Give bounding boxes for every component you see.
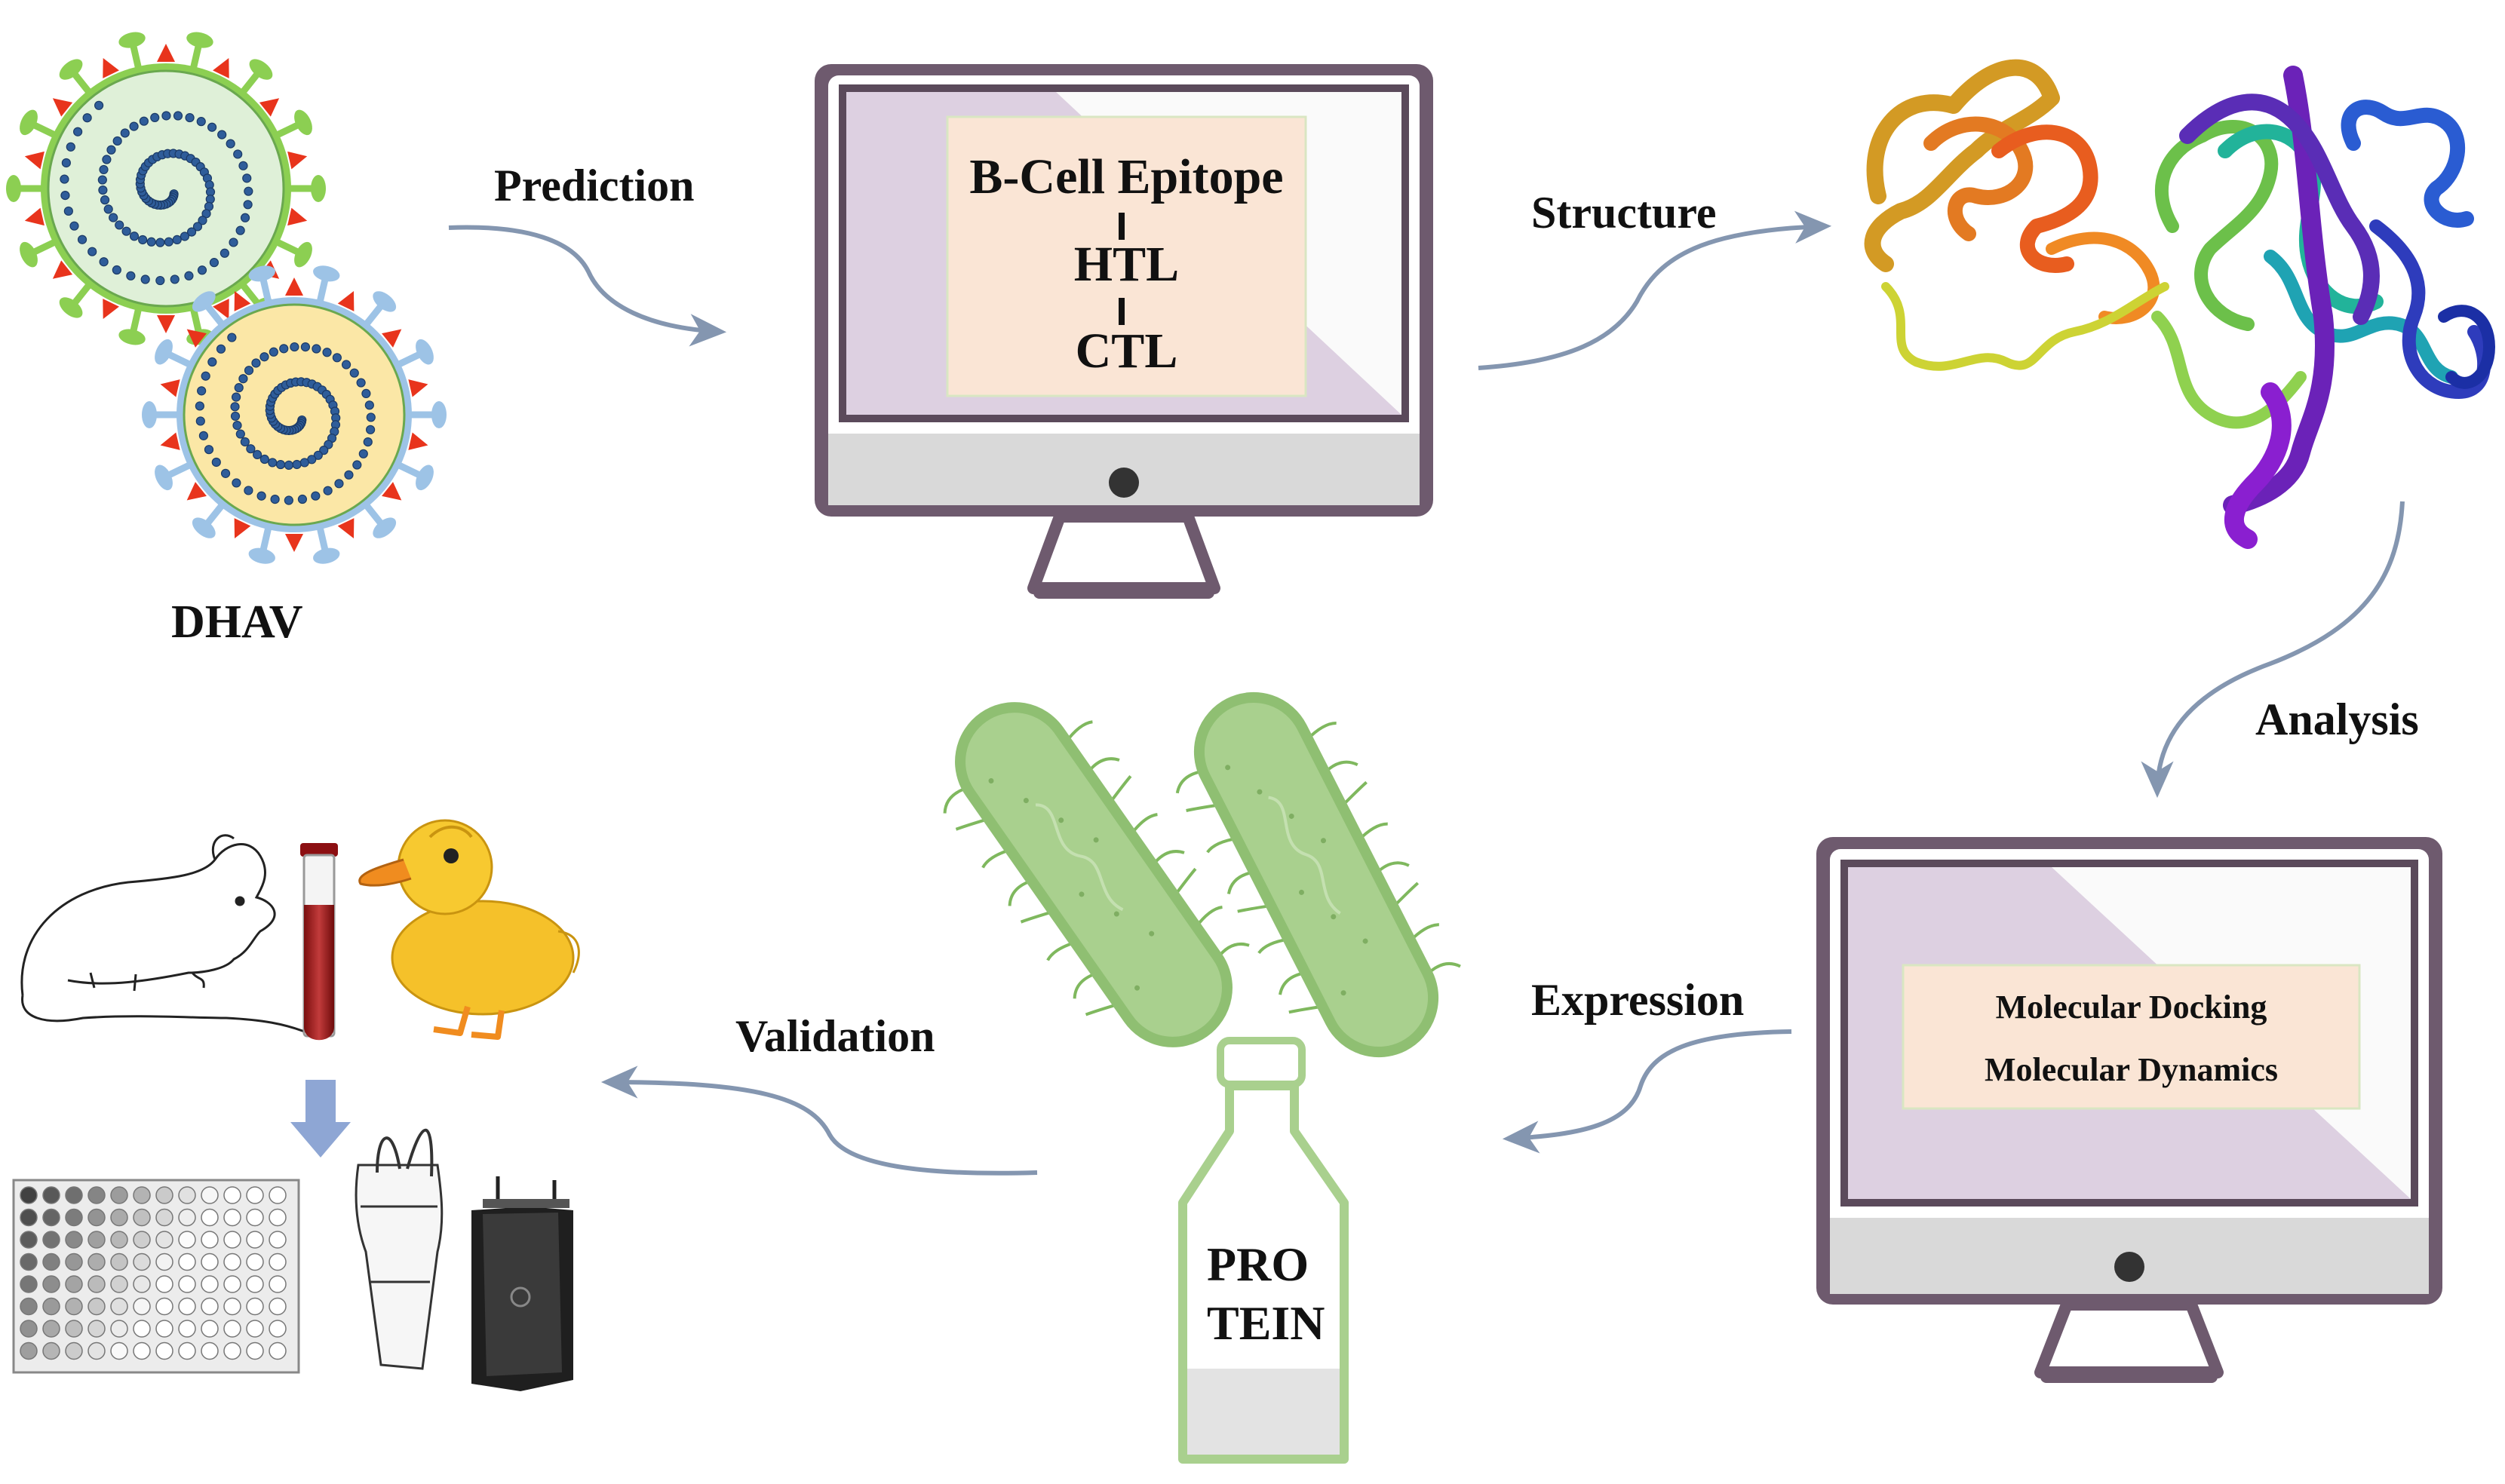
electrophoresis-tank-icon [355, 1128, 444, 1370]
docking-label: Molecular Docking [1995, 989, 2267, 1026]
simulation-monitor [1816, 837, 2442, 1383]
structure-arrow [1478, 210, 1832, 370]
virus-blue-icon [142, 265, 447, 564]
validation-label: Validation [735, 1011, 935, 1061]
epitope-line-bcell: B-Cell Epitope [969, 149, 1284, 204]
protein-bottle-icon [1178, 1037, 1349, 1464]
analysis-label: Analysis [2255, 694, 2419, 744]
duckling-icon [358, 819, 580, 1040]
blood-tube-icon [300, 843, 338, 1041]
virus-label: DHAV [171, 596, 303, 648]
epitope-line-ctl: CTL [1075, 323, 1178, 379]
prediction-label: Prediction [494, 161, 695, 210]
expression-label: Expression [1531, 975, 1745, 1025]
bacteria-icon [943, 691, 1461, 1058]
dynamics-label: Molecular Dynamics [1984, 1051, 2279, 1088]
validation-arrow [600, 1065, 1038, 1176]
prediction-arrow [448, 225, 727, 347]
expression-arrow [1502, 1029, 1792, 1154]
analysis-arrow [2141, 501, 2405, 799]
virus-green-icon [6, 32, 326, 345]
down-arrow-icon [290, 1080, 351, 1157]
structure-label: Structure [1531, 188, 1717, 238]
protein-structure-image [1864, 59, 2495, 549]
epitope-monitor [815, 64, 1433, 599]
epitope-line-htl: HTL [1073, 237, 1180, 292]
elisa-plate-icon [12, 1179, 300, 1374]
mouse-icon [20, 834, 318, 1038]
bottle-label-line1: PRO [1207, 1237, 1309, 1291]
bottle-label-line2: TEIN [1207, 1296, 1325, 1350]
western-blot-module-icon [471, 1176, 573, 1391]
